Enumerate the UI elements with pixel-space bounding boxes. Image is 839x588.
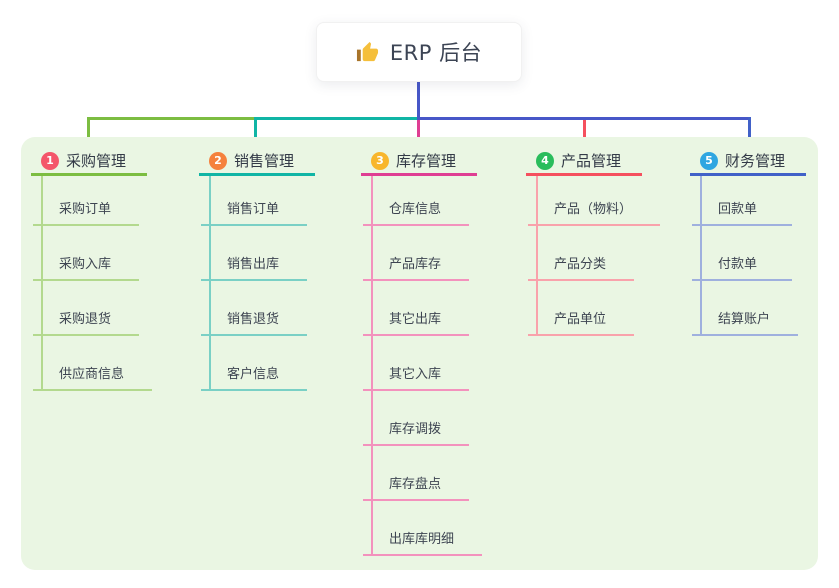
child-node[interactable]: 产品库存 [363,226,470,281]
branches-panel: 1 采购管理 采购订单 采购入库 采购退货 供应商信息 2 销售管理 销售订单 … [21,137,818,570]
child-node-label: 采购入库 [59,257,112,272]
branch: 1 采购管理 采购订单 采购入库 采购退货 供应商信息 [31,137,191,391]
branch: 5 财务管理 回款单 付款单 结算账户 [690,137,839,336]
branch-header[interactable]: 5 财务管理 [690,137,806,176]
branch-badge-number: 1 [46,154,54,167]
child-node-label: 出库库明细 [389,532,455,547]
branch-badge-number: 3 [376,154,384,167]
child-node[interactable]: 供应商信息 [33,336,153,391]
branch-children: 产品（物料） 产品分类 产品单位 [528,176,686,336]
child-node[interactable]: 库存调拨 [363,391,470,446]
child-node-label: 结算账户 [718,312,771,327]
branch-title: 财务管理 [725,152,786,170]
child-node-label: 销售出库 [227,257,280,272]
child-node-label: 仓库信息 [389,202,442,217]
branch-title: 产品管理 [561,152,622,170]
branch-badge-number: 5 [705,154,713,167]
child-node-label: 供应商信息 [59,367,125,382]
child-node[interactable]: 库存盘点 [363,446,470,501]
root-title: ERP 后台 [389,41,483,65]
child-node-label: 库存盘点 [389,477,442,492]
thumbs-up-icon [356,41,379,64]
branch-badge: 2 [209,151,227,170]
child-node[interactable]: 采购退货 [33,281,140,336]
branch-children: 仓库信息 产品库存 其它出库 其它入库 库存调拨 库存盘点 出库库明细 [363,176,521,556]
branch-badge: 5 [700,151,718,170]
child-node[interactable]: 客户信息 [201,336,308,391]
child-node-label: 客户信息 [227,367,280,382]
branch-header[interactable]: 2 销售管理 [199,137,315,176]
child-node[interactable]: 产品（物料） [528,176,661,226]
child-node[interactable]: 出库库明细 [363,501,483,556]
branch-header[interactable]: 3 库存管理 [361,137,477,176]
child-node-label: 采购订单 [59,202,112,217]
child-node-label: 回款单 [718,202,758,217]
child-node[interactable]: 仓库信息 [363,176,470,226]
bus-segment-green [87,117,257,120]
child-node[interactable]: 其它入库 [363,336,470,391]
branch-title: 库存管理 [396,152,457,170]
branch-badge: 1 [41,151,59,170]
child-node[interactable]: 产品分类 [528,226,635,281]
branch-title: 销售管理 [234,152,295,170]
child-node[interactable]: 其它出库 [363,281,470,336]
child-node[interactable]: 销售出库 [201,226,308,281]
child-node-label: 产品单位 [554,312,607,327]
child-node[interactable]: 销售退货 [201,281,308,336]
child-node[interactable]: 付款单 [692,226,792,281]
child-node-label: 产品分类 [554,257,607,272]
root-node[interactable]: ERP 后台 [316,22,522,82]
branch-children: 销售订单 销售出库 销售退货 客户信息 [201,176,359,391]
branch-badge-number: 2 [214,154,222,167]
root-stem-line [417,82,420,120]
branch: 4 产品管理 产品（物料） 产品分类 产品单位 [526,137,686,336]
child-node-label: 产品（物料） [554,202,633,217]
branch: 3 库存管理 仓库信息 产品库存 其它出库 其它入库 库存调拨 库存盘点 出库库… [361,137,521,556]
child-node[interactable]: 销售订单 [201,176,308,226]
child-node-label: 库存调拨 [389,422,442,437]
child-node[interactable]: 产品单位 [528,281,635,336]
child-node-label: 其它入库 [389,367,442,382]
bus-segment-teal [255,117,420,120]
branch-badge-number: 4 [541,154,549,167]
branch: 2 销售管理 销售订单 销售出库 销售退货 客户信息 [199,137,359,391]
branch-children: 采购订单 采购入库 采购退货 供应商信息 [33,176,191,391]
child-node-label: 产品库存 [389,257,442,272]
child-node[interactable]: 采购入库 [33,226,140,281]
child-node-label: 销售退货 [227,312,280,327]
branch-badge: 3 [371,151,389,170]
child-node[interactable]: 结算账户 [692,281,799,336]
branch-title: 采购管理 [66,152,127,170]
branch-header[interactable]: 4 产品管理 [526,137,642,176]
bus-segment-indigo [417,117,751,120]
child-node-label: 其它出库 [389,312,442,327]
child-node-label: 付款单 [718,257,758,272]
child-node[interactable]: 回款单 [692,176,792,226]
branch-children: 回款单 付款单 结算账户 [692,176,839,336]
branch-header[interactable]: 1 采购管理 [31,137,147,176]
child-node-label: 销售订单 [227,202,280,217]
branch-badge: 4 [536,151,554,170]
child-node[interactable]: 采购订单 [33,176,140,226]
child-node-label: 采购退货 [59,312,112,327]
